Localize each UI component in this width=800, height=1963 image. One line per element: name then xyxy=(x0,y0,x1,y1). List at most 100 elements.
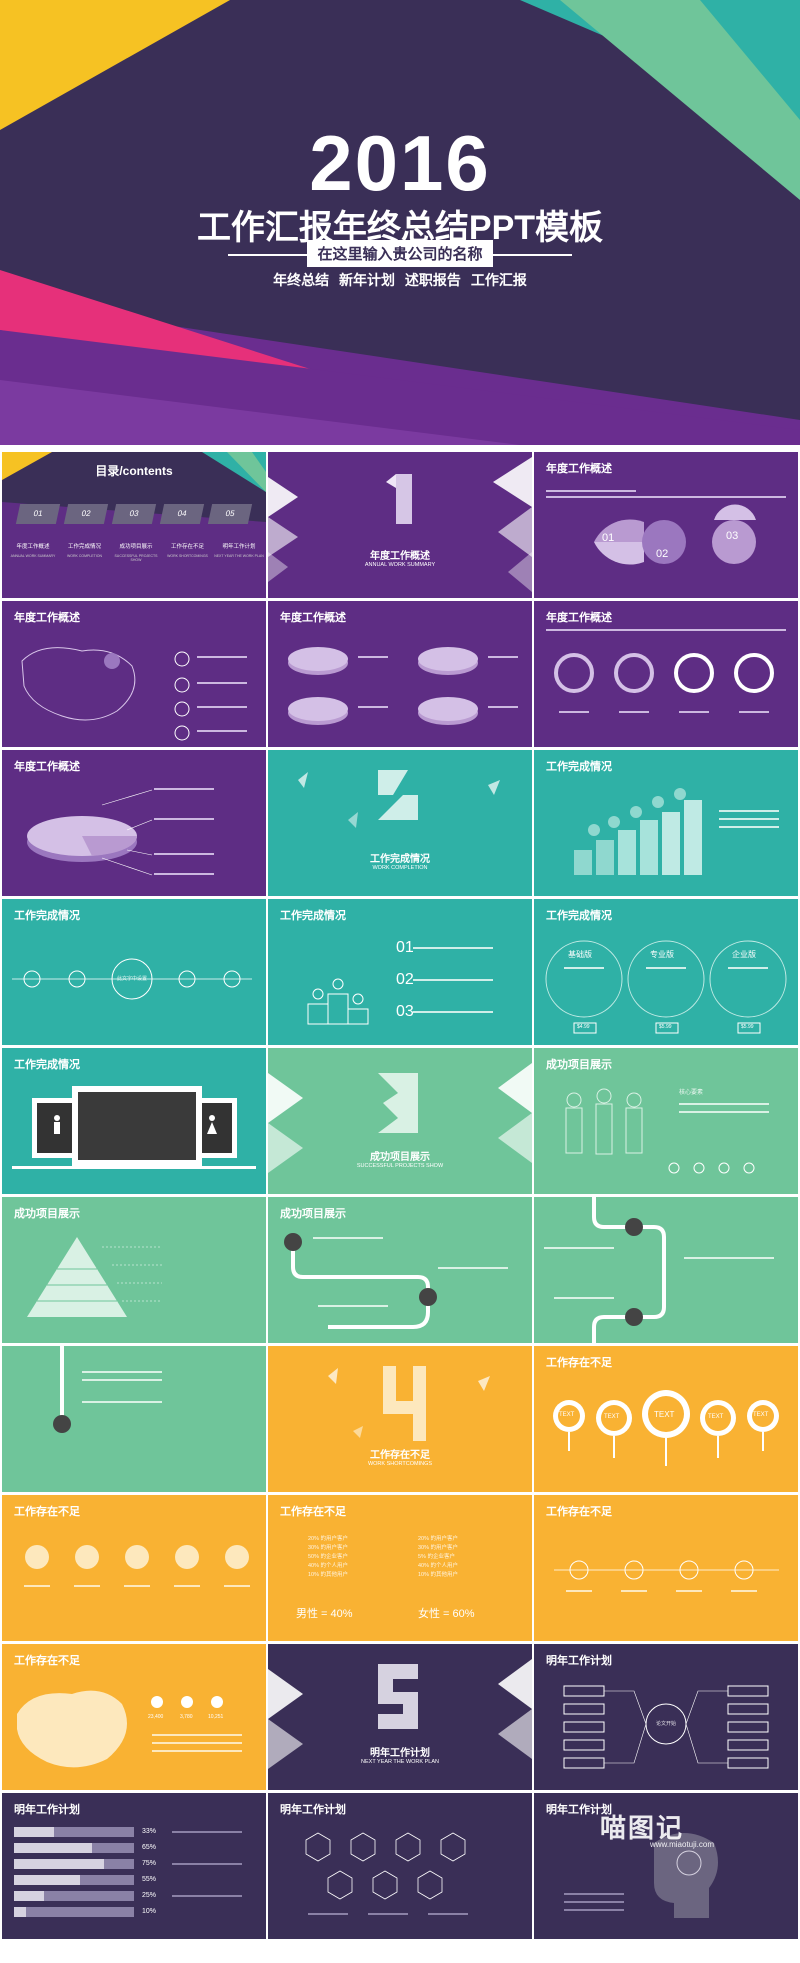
contents-num: 01 xyxy=(15,504,61,524)
section-subtitle: SUCCESSFUL PROJECTS SHOW xyxy=(356,1163,444,1169)
slide-section-3[interactable]: 成功项目展示 SUCCESSFUL PROJECTS SHOW xyxy=(268,1048,532,1194)
cover-rule-left xyxy=(228,254,308,256)
section-title: 成功项目展示 xyxy=(370,1152,430,1163)
cover-tags: 年终总结 新年计划 述职报告 工作汇报 xyxy=(273,272,527,288)
cover-company: 在这里输入贵公司的名称 xyxy=(0,240,800,267)
slide-title: 工作完成情况 xyxy=(546,761,612,773)
plan-pct: 75% xyxy=(142,1860,157,1867)
slide-overview-map[interactable]: 年度工作概述 xyxy=(2,601,266,747)
slide-section-5[interactable]: 明年工作计划 NEXT YEAR THE WORK PLAN xyxy=(268,1644,532,1790)
plan-pct: 55% xyxy=(142,1876,157,1883)
slide-title: 工作存在不足 xyxy=(280,1506,346,1518)
slide-completion-bars[interactable]: 工作完成情况 xyxy=(534,750,798,896)
section-title: 年度工作概述 xyxy=(370,551,430,562)
slide-title: 明年工作计划 xyxy=(546,1655,612,1667)
slide-shortcomings-pins[interactable]: 工作存在不足 TEXT TEXT TEXT TEXT TEXT xyxy=(534,1346,798,1492)
pricing-tier: 基础版 xyxy=(568,950,592,959)
step-num: 01 xyxy=(396,939,414,956)
slide-title: 年度工作概述 xyxy=(14,761,80,773)
pricing-tier: 专业版 xyxy=(650,950,674,959)
pricing-price: $4.99 xyxy=(577,1024,590,1030)
slide-title: 明年工作计划 xyxy=(280,1804,346,1816)
male-percentage: 男性 = 40% xyxy=(296,1608,353,1620)
slide-completion-timeline[interactable]: 工作完成情况 此文字中设置 xyxy=(2,899,266,1045)
contents-title: 目录/contents xyxy=(95,464,173,478)
plan-pct: 25% xyxy=(142,1892,157,1899)
slide-plan-head[interactable]: 明年工作计划 xyxy=(534,1793,798,1939)
slide-title: 工作存在不足 xyxy=(546,1506,612,1518)
slide-projects-road[interactable] xyxy=(534,1197,798,1343)
slide-overview-pies[interactable]: 年度工作概述 xyxy=(268,601,532,747)
watermark-logo: 喵图记 xyxy=(600,1813,685,1843)
pricing-tier: 企业版 xyxy=(732,950,756,959)
contents-number-row: 01 02 03 04 05 xyxy=(15,504,254,524)
section-subtitle: WORK SHORTCOMINGS xyxy=(367,1461,433,1467)
section-title: 工作完成情况 xyxy=(370,854,430,865)
slide-section-2[interactable]: 工作完成情况 WORK COMPLETION xyxy=(268,750,532,896)
slide-shortcomings-circles[interactable]: 工作存在不足 xyxy=(2,1495,266,1641)
section-title: 工作存在不足 xyxy=(370,1450,430,1461)
slide-title: 年度工作概述 xyxy=(280,612,346,624)
timeline-center-label: 此文字中设置 xyxy=(116,976,147,982)
slide-title: 工作存在不足 xyxy=(546,1357,612,1369)
contents-num: 05 xyxy=(207,504,253,524)
pin-label: TEXT xyxy=(753,1412,769,1418)
slide-completion-devices[interactable]: 工作完成情况 xyxy=(2,1048,266,1194)
hub-center-label: 论文开始 xyxy=(655,1721,676,1727)
slide-title: 工作存在不足 xyxy=(14,1655,80,1667)
slide-projects-path[interactable]: 成功项目展示 xyxy=(268,1197,532,1343)
overview-num: 01 xyxy=(602,532,615,544)
pin-label: TEXT xyxy=(559,1412,575,1418)
slide-projects-people[interactable]: 成功项目展示 核心要素 xyxy=(534,1048,798,1194)
pin-label: TEXT xyxy=(708,1414,724,1420)
slide-completion-pricing[interactable]: 工作完成情况 基础版 专业版 企业版 $4.99 $5.99 $5.99 xyxy=(534,899,798,1045)
pricing-price: $5.99 xyxy=(659,1024,672,1030)
slide-title: 成功项目展示 xyxy=(14,1208,80,1220)
plan-pct: 33% xyxy=(142,1828,157,1835)
cover-slide: 2016 工作汇报年终总结PPT模板 在这里输入贵公司的名称 年终总结 新年计划… xyxy=(0,0,800,445)
slide-plan-people[interactable]: 明年工作计划 33% 65% 75% 55% 25% 10% xyxy=(2,1793,266,1939)
slide-plan-hexagons[interactable]: 明年工作计划 xyxy=(268,1793,532,1939)
slide-title: 年度工作概述 xyxy=(14,612,80,624)
slide-section-4[interactable]: 工作存在不足 WORK SHORTCOMINGS xyxy=(268,1346,532,1492)
slide-title: 明年工作计划 xyxy=(14,1804,80,1816)
slide-section-1[interactable]: 年度工作概述 ANNUAL WORK SUMMARY xyxy=(268,452,532,598)
slide-title: 成功项目展示 xyxy=(546,1059,612,1071)
slide-title: 成功项目展示 xyxy=(280,1208,346,1220)
pin-label: TEXT xyxy=(654,1410,675,1419)
slide-shortcomings-timeline[interactable]: 工作存在不足 xyxy=(534,1495,798,1641)
slide-overview-3dpie[interactable]: 年度工作概述 xyxy=(2,750,266,896)
overview-num: 03 xyxy=(726,530,739,542)
slide-shortcomings-map[interactable]: 工作存在不足 23,400 3,780 10,251 xyxy=(2,1644,266,1790)
slide-title: 工作完成情况 xyxy=(280,910,346,922)
pin-label: TEXT xyxy=(604,1414,620,1420)
slide-completion-steps[interactable]: 工作完成情况 01 02 03 xyxy=(268,899,532,1045)
cover-rule-right xyxy=(492,254,572,256)
plan-pct: 10% xyxy=(142,1908,157,1915)
slide-overview-rings[interactable]: 年度工作概述 xyxy=(534,601,798,747)
step-num: 02 xyxy=(396,971,414,988)
section-subtitle: NEXT YEAR THE WORK PLAN xyxy=(361,1759,439,1765)
step-num: 03 xyxy=(396,1003,414,1020)
watermark-url: www.miaotuji.com xyxy=(650,1840,715,1849)
overview-num: 02 xyxy=(656,548,669,560)
slide-plan-hub[interactable]: 明年工作计划 论文开始 xyxy=(534,1644,798,1790)
stat-value: 23,400 xyxy=(148,1714,164,1720)
slide-title: 工作完成情况 xyxy=(14,910,80,922)
slide-projects-line[interactable] xyxy=(2,1346,266,1492)
slide-overview-a[interactable]: 年度工作概述 01 02 03 xyxy=(534,452,798,598)
slide-title: 工作完成情况 xyxy=(14,1059,80,1071)
slide-projects-pyramid[interactable]: 成功项目展示 xyxy=(2,1197,266,1343)
slide-title: 工作存在不足 xyxy=(14,1506,80,1518)
section-subtitle: WORK COMPLETION xyxy=(372,865,428,871)
